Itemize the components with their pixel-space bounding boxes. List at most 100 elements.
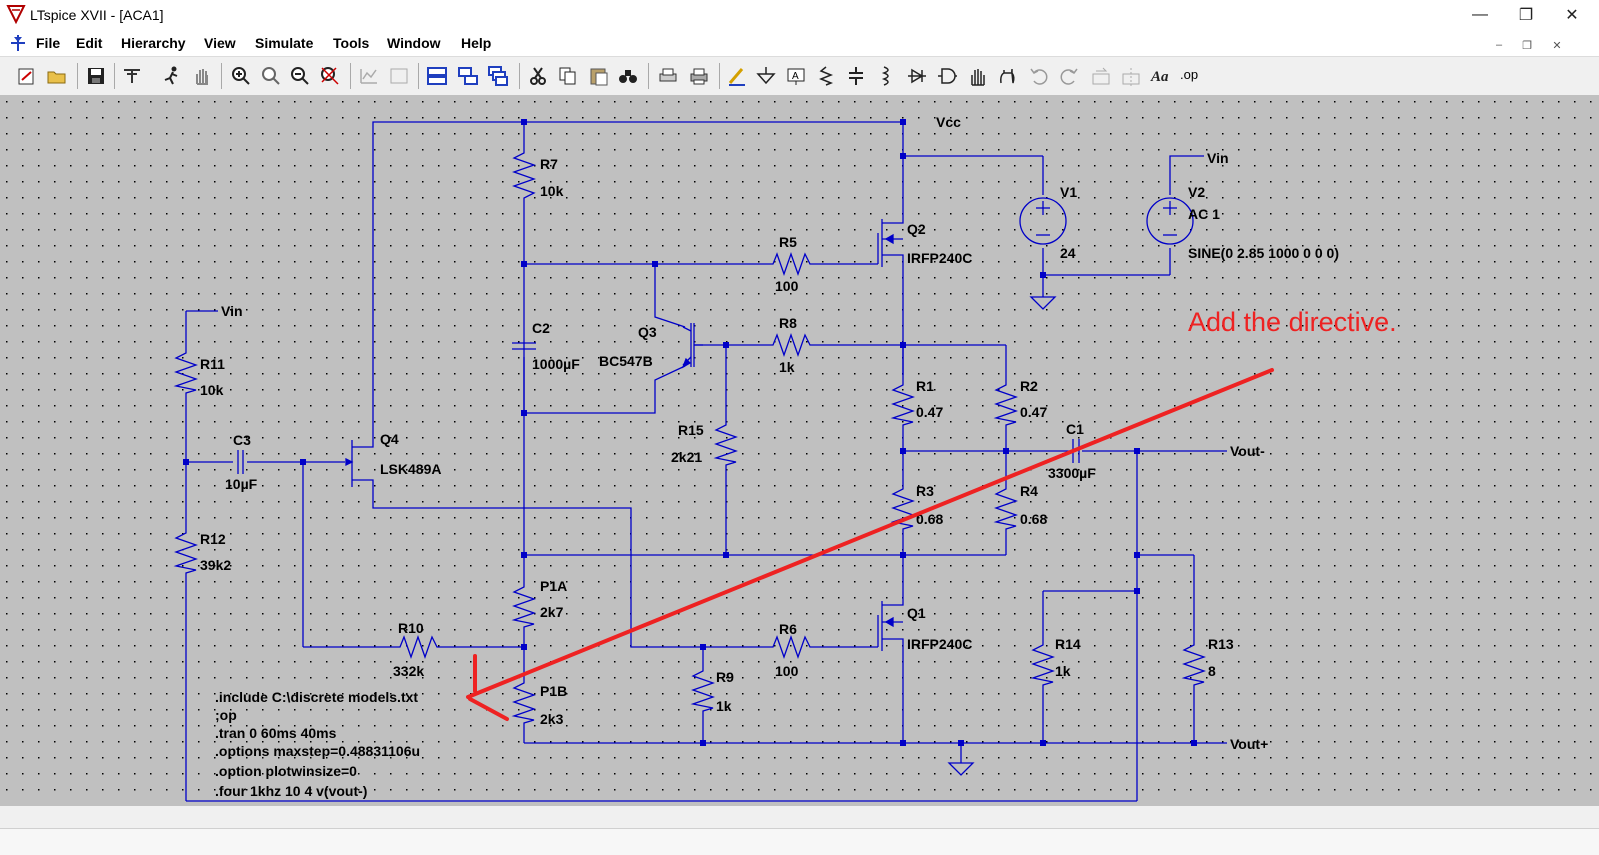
ground-symbol: [1029, 296, 1057, 310]
net-label-vcc[interactable]: Vcc: [936, 114, 961, 130]
p1b-symbol: [511, 673, 536, 725]
net-label-vout-plus[interactable]: Vout+: [1230, 736, 1268, 752]
p1b-value: 2k3: [540, 711, 564, 727]
directive-line[interactable]: .options maxstep=0.48831106u: [215, 743, 420, 759]
menu-help[interactable]: Help: [461, 35, 492, 51]
menu-file[interactable]: File: [36, 35, 61, 51]
ltspice-app-icon[interactable]: [6, 4, 26, 24]
zoom-out-icon[interactable]: [289, 65, 311, 87]
r15-name: R15: [678, 422, 704, 438]
zoom-in-icon[interactable]: [230, 65, 252, 87]
r12-name: R12: [200, 531, 226, 547]
junction-dots: [183, 119, 1197, 746]
component-icon[interactable]: [936, 65, 958, 87]
diode-icon[interactable]: [906, 65, 928, 87]
v2-value: AC 1: [1188, 206, 1220, 222]
spice-directive-block[interactable]: .include C:\discrete models.txt ;op .tra…: [215, 689, 420, 799]
label-net-icon[interactable]: A: [785, 65, 807, 87]
mdi-document-icon[interactable]: [8, 33, 28, 53]
v2-symbol: [1146, 197, 1194, 245]
tile-horizontal-icon[interactable]: [426, 65, 448, 87]
p1a-name: P1A: [540, 578, 567, 594]
directive-line[interactable]: .tran 0 60ms 40ms: [215, 725, 337, 741]
q1-value: IRFP240C: [907, 636, 972, 652]
text-icon[interactable]: Aa: [1150, 65, 1172, 87]
r14-name: R14: [1055, 636, 1081, 652]
mdi-close-button[interactable]: ✕: [1546, 36, 1568, 54]
autorange-icon[interactable]: [358, 65, 380, 87]
c2-value: 1000µF: [532, 356, 580, 372]
paste-icon[interactable]: [588, 65, 610, 87]
net-label-vin-v2[interactable]: Vin: [1207, 150, 1229, 166]
inductor-icon[interactable]: [875, 65, 897, 87]
zoom-pan-icon[interactable]: [260, 65, 282, 87]
resistor-icon[interactable]: [815, 65, 837, 87]
drag-hand-icon[interactable]: [996, 65, 1018, 87]
spice-directive-button[interactable]: .op: [1180, 67, 1199, 82]
r13-value: 8: [1208, 663, 1216, 679]
q4-value: LSK489A: [380, 461, 441, 477]
net-label-vin[interactable]: Vin: [221, 303, 243, 319]
toolbar-separator: [114, 63, 115, 89]
q1-name: Q1: [907, 605, 926, 621]
menu-tools[interactable]: Tools: [333, 35, 370, 51]
mirror-icon[interactable]: [1120, 65, 1142, 87]
toolbar-separator: [221, 63, 222, 89]
halt-hand-icon[interactable]: [191, 65, 213, 87]
rotate-icon[interactable]: [1090, 65, 1112, 87]
save-icon[interactable]: [85, 65, 107, 87]
plot-settings-icon[interactable]: [388, 65, 410, 87]
net-label-vout-minus[interactable]: Vout-: [1230, 443, 1265, 459]
minimize-icon: –: [1495, 39, 1503, 51]
r4-value: 0.68: [1020, 511, 1047, 527]
find-binoculars-icon[interactable]: [617, 65, 639, 87]
q3-value: BC547B: [599, 353, 653, 369]
r11-value: 10k: [200, 382, 224, 398]
print-preview-icon[interactable]: [657, 65, 679, 87]
mdi-minimize-button[interactable]: –: [1488, 36, 1510, 54]
capacitor-icon[interactable]: [845, 65, 867, 87]
undo-icon[interactable]: [1028, 65, 1050, 87]
cut-icon[interactable]: [527, 65, 549, 87]
r7-symbol: [512, 143, 536, 203]
print-icon[interactable]: [688, 65, 710, 87]
p1a-value: 2k7: [540, 604, 564, 620]
menu-view[interactable]: View: [204, 35, 236, 51]
r1-value: 0.47: [916, 404, 943, 420]
q3-symbol: [681, 323, 703, 369]
r3-symbol: [890, 479, 915, 531]
directive-line[interactable]: .option plotwinsize=0: [215, 763, 357, 779]
restore-button[interactable]: ❐: [1503, 0, 1549, 30]
menu-hierarchy[interactable]: Hierarchy: [121, 35, 186, 51]
r13-symbol: [1181, 635, 1206, 687]
cascade-icon[interactable]: [487, 65, 509, 87]
directive-line[interactable]: .four 1khz 10 4 v(vout-): [215, 783, 367, 799]
move-hand-icon[interactable]: [966, 65, 988, 87]
draw-wire-icon[interactable]: [726, 65, 748, 87]
r14-value: 1k: [1055, 663, 1071, 679]
r14-symbol: [1030, 635, 1055, 687]
menu-window[interactable]: Window: [387, 35, 441, 51]
new-schematic-icon[interactable]: [16, 65, 38, 87]
menu-edit[interactable]: Edit: [76, 35, 103, 51]
run-icon[interactable]: [161, 65, 183, 87]
close-button[interactable]: ✕: [1549, 0, 1595, 30]
schematic-canvas[interactable]: Vcc Vin Vin Vout- Vout+ R7 10k R5 100 Q2…: [0, 95, 1599, 806]
minimize-button[interactable]: —: [1457, 0, 1503, 30]
ground-icon[interactable]: [755, 65, 777, 87]
c3-value: 10µF: [225, 476, 258, 492]
tile-vertical-icon[interactable]: [457, 65, 479, 87]
control-panel-icon[interactable]: [121, 65, 143, 87]
open-folder-icon[interactable]: [46, 65, 68, 87]
directive-line[interactable]: .include C:\discrete models.txt: [215, 689, 418, 705]
r5-value: 100: [775, 278, 799, 294]
directive-line[interactable]: ;op: [215, 707, 237, 723]
copy-icon[interactable]: [557, 65, 579, 87]
redo-icon[interactable]: [1058, 65, 1080, 87]
v1-symbol: [1019, 197, 1067, 245]
menu-simulate[interactable]: Simulate: [255, 35, 314, 51]
r2-value: 0.47: [1020, 404, 1047, 420]
mdi-restore-button[interactable]: ❐: [1516, 36, 1538, 54]
zoom-fit-icon[interactable]: [319, 65, 341, 87]
r7-value: 10k: [540, 183, 564, 199]
